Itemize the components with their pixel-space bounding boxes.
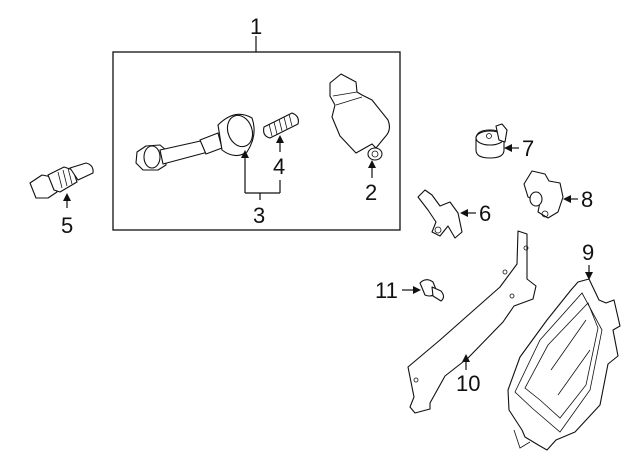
ignition-group-box — [112, 36, 401, 231]
ecm-illustration[interactable] — [507, 265, 621, 451]
ignition-coil-illustration[interactable] — [329, 73, 391, 161]
callout-3[interactable]: 3 — [253, 203, 265, 228]
callout-9[interactable]: 9 — [582, 240, 594, 265]
callout-10[interactable]: 10 — [456, 371, 480, 396]
ecm-bracket-illustration[interactable] — [407, 230, 537, 414]
leader-2 — [368, 160, 376, 178]
coil-spring-illustration[interactable] — [263, 112, 299, 139]
bolt-illustration[interactable] — [402, 279, 445, 302]
crank-sensor-illustration[interactable] — [417, 189, 476, 239]
callout-7[interactable]: 6 — [479, 201, 491, 226]
callout-5[interactable]: 5 — [61, 213, 73, 238]
spark-plug-illustration[interactable] — [29, 162, 94, 208]
callout-6[interactable]: 8 — [581, 187, 593, 212]
callout-11[interactable]: 11 — [375, 278, 398, 303]
knock-sensor-illustration[interactable] — [475, 123, 519, 159]
leader-3-4 — [241, 135, 284, 200]
callout-8[interactable]: 7 — [522, 136, 534, 161]
callout-2[interactable]: 2 — [365, 180, 377, 205]
callout-1[interactable]: 1 — [250, 14, 262, 39]
coil-boot-illustration[interactable] — [135, 112, 257, 171]
cam-sensor-illustration[interactable] — [523, 170, 578, 219]
callout-4[interactable]: 4 — [273, 154, 285, 179]
